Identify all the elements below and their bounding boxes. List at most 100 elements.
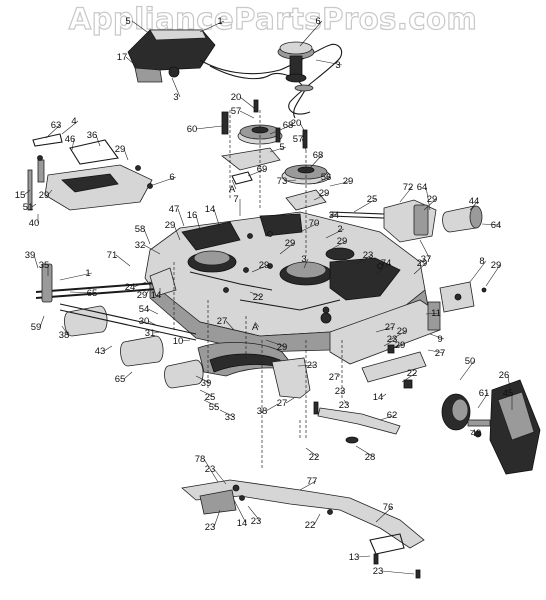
callout-leader	[419, 239, 431, 260]
idler-pulley-top	[277, 41, 315, 92]
callout-label: 4	[71, 116, 76, 127]
callout-label: 6	[315, 16, 320, 27]
callout-label: 23	[335, 386, 346, 397]
callout-leader	[149, 176, 177, 187]
callout-leader	[219, 409, 235, 418]
callout-leader	[313, 192, 329, 201]
callout-leader	[131, 20, 151, 35]
callout-leader	[469, 429, 481, 434]
callout-leader	[429, 333, 445, 340]
callout-label: 1	[217, 16, 222, 27]
callout-leader	[47, 189, 53, 196]
callout-leader	[23, 189, 31, 196]
callout-label: 29	[137, 290, 148, 301]
callout-label: 25	[367, 194, 378, 205]
callout-label: 59	[31, 322, 42, 333]
callout-label: 29	[343, 176, 354, 187]
deck-baffle	[197, 342, 311, 399]
callout-label: 29	[397, 326, 408, 337]
callout-leader	[329, 180, 353, 187]
callout-label: 70	[309, 218, 320, 229]
callout-label: 39	[25, 250, 36, 261]
callout-label: 56	[321, 172, 332, 183]
callout-label: 17	[117, 52, 128, 63]
callout-label: 16	[187, 210, 198, 221]
callout-label: 2	[337, 224, 342, 235]
callout-label: 25	[205, 392, 216, 403]
callout-label: 8	[479, 256, 484, 267]
callout-label: 32	[135, 240, 146, 251]
callout-leader	[425, 312, 441, 315]
callout-leader	[153, 331, 161, 334]
callout-label: 51	[23, 202, 34, 213]
callout-label: 77	[307, 476, 318, 487]
callout-leader	[123, 371, 133, 380]
callout-label: 57	[231, 106, 242, 117]
callout-leader	[265, 403, 279, 412]
callout-label: 44	[469, 196, 480, 207]
callout-leader	[203, 458, 219, 483]
callout-label: 69	[257, 164, 268, 175]
callout-label: 73	[277, 176, 288, 187]
callout-label: 46	[65, 134, 76, 145]
callout-leader	[143, 244, 161, 255]
callout-leader	[299, 480, 317, 491]
callout-leader	[195, 375, 211, 384]
callout-leader	[33, 254, 39, 269]
callout-leader	[425, 186, 431, 211]
callout-leader	[313, 176, 331, 185]
callout-leader	[95, 134, 101, 147]
callout-leader	[239, 110, 255, 119]
callout-leader	[199, 389, 215, 398]
callout-leader	[375, 326, 395, 333]
callout-label: 29	[337, 236, 348, 247]
callout-label: 23	[373, 566, 384, 577]
callout-label: 29	[165, 220, 176, 231]
callout-leader	[203, 399, 219, 408]
callout-leader	[61, 325, 69, 336]
callout-label: 27	[435, 348, 446, 359]
callout-leader	[353, 198, 377, 213]
callout-label: 7	[233, 194, 238, 205]
gauge-wheel	[441, 379, 541, 475]
callout-label: 63	[51, 120, 62, 131]
callout-leader	[269, 124, 293, 135]
callout-label: 14	[151, 290, 162, 301]
callout-label: 60	[187, 124, 198, 135]
callout-label: 27	[277, 398, 288, 409]
callout-leader	[303, 258, 309, 269]
callout-label: 26	[499, 370, 510, 381]
callout-label: 65	[115, 374, 126, 385]
callout-leader	[299, 122, 307, 135]
callout-leader	[213, 468, 227, 485]
callout-leader	[305, 447, 319, 458]
callout-leader	[147, 320, 159, 327]
callout-label: 3	[335, 60, 340, 71]
callout-label: 40	[29, 218, 40, 229]
callout-label: 65	[87, 288, 98, 299]
callout-label: 14	[373, 392, 384, 403]
callout-leader	[265, 339, 287, 348]
callout-label: 64	[491, 220, 502, 231]
callout-leader	[423, 198, 437, 211]
callout-leader	[301, 138, 307, 151]
callout-label: 35	[39, 260, 50, 271]
callout-label: 5	[125, 16, 130, 27]
callout-label: 29	[395, 340, 406, 351]
callout-label: 36	[87, 130, 98, 141]
callout-label: 68	[313, 150, 324, 161]
callout-leader	[133, 281, 147, 288]
callout-leader	[485, 264, 501, 287]
callout-leader	[297, 364, 317, 367]
callout-label: 47	[169, 204, 180, 215]
callout-label: 6	[169, 172, 174, 183]
callout-label: 29	[39, 190, 50, 201]
callout-leader	[233, 499, 247, 524]
pto-bracket-assembly	[127, 29, 216, 83]
callout-label: 22	[305, 520, 316, 531]
callout-label: 27	[217, 316, 228, 327]
callout-label: 38	[59, 330, 70, 341]
callout-leader	[285, 397, 295, 404]
callout-label: 76	[383, 502, 394, 513]
